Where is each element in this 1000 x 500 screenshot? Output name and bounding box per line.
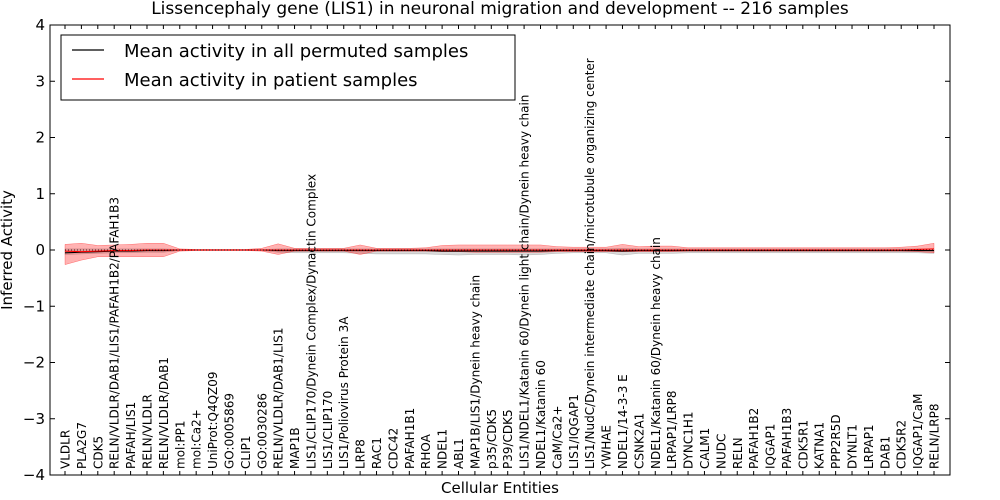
x-tick-label: RELN <box>731 437 745 469</box>
band-patient <box>64 242 935 265</box>
x-tick-label: PAFAH/LIS1 <box>124 402 138 469</box>
x-tick-label: DYNC1H1 <box>682 411 696 469</box>
x-tick-label: mol:PP1 <box>173 420 187 469</box>
x-tick-label: IQGAP1 <box>764 424 778 469</box>
legend: Mean activity in all permuted samples Me… <box>60 34 516 101</box>
y-tick-label: −3 <box>23 410 45 428</box>
x-tick-label: P39/CDK5 <box>501 409 515 469</box>
series-lines <box>64 248 935 254</box>
x-tick-label: CDK5R2 <box>895 420 909 469</box>
legend-box <box>60 34 516 101</box>
x-tick-label: DAB1 <box>878 436 892 469</box>
y-tick-label: −4 <box>23 466 45 484</box>
x-tick-label: NDEL1/Katanin 60 <box>534 360 548 469</box>
x-tick-label: KATNA1 <box>813 422 827 469</box>
confidence-bands <box>64 242 935 265</box>
legend-label-permuted: Mean activity in all permuted samples <box>124 41 468 62</box>
y-axis-ticks: −4 −3 −2 −1 0 1 2 3 4 <box>23 16 950 484</box>
x-tick-label: DYNLT1 <box>846 424 860 469</box>
x-tick-label: LRP8 <box>354 439 368 469</box>
x-tick-label: YWHAE <box>600 425 614 470</box>
x-tick-label: CDK5R1 <box>796 420 810 469</box>
x-tick-label: LIS1/NudC/Dynein intermediate chain/micr… <box>583 58 597 469</box>
x-tick-label: IQGAP1/CaM <box>911 394 925 470</box>
x-tick-label: CALM1 <box>698 428 712 469</box>
x-tick-label: RELN/VLDLR/DAB1/LIS1/PAFAH1B2/PAFAH1B3 <box>108 197 122 469</box>
x-tick-label: p35/CDK5 <box>485 409 499 469</box>
x-tick-label: MAP1B <box>288 427 302 469</box>
x-tick-label: GO:0030286 <box>255 393 269 469</box>
x-tick-label: PAFAH1B1 <box>403 408 417 469</box>
x-tick-label: RELN/LRP8 <box>928 403 942 469</box>
x-tick-label: PLA2G7 <box>75 422 89 469</box>
x-axis-label: Cellular Entities <box>441 479 559 497</box>
x-tick-label: PAFAH1B2 <box>747 408 761 469</box>
x-tick-label: NDEL1 <box>436 429 450 469</box>
x-tick-label: MAP1B/LIS1/Dynein heavy chain <box>468 275 482 469</box>
x-tick-label: CaM/Ca2+ <box>550 405 564 469</box>
x-tick-label: CSNK2A1 <box>632 413 646 469</box>
plot-frame <box>49 24 951 476</box>
y-tick-label: 2 <box>35 129 45 147</box>
x-tick-label: LIS1/IQGAP1 <box>567 394 581 469</box>
chart-title: Lissencephaly gene (LIS1) in neuronal mi… <box>151 0 849 19</box>
y-tick-label: 3 <box>35 72 45 90</box>
x-tick-label: LRPAP1 <box>862 424 876 469</box>
x-tick-label: RHOA <box>419 433 433 469</box>
x-tick-label: LIS1/Poliovirus Protein 3A <box>337 316 351 469</box>
y-tick-label: 4 <box>35 16 45 34</box>
x-tick-label: ABL1 <box>452 438 466 469</box>
y-axis-label: Inferred Activity <box>0 190 16 310</box>
legend-label-patient: Mean activity in patient samples <box>124 70 418 91</box>
y-tick-label: 1 <box>35 185 45 203</box>
x-tick-label: RAC1 <box>370 437 384 469</box>
x-tick-label: GO:0005869 <box>222 393 236 469</box>
x-tick-label: CLIP1 <box>239 436 253 469</box>
x-axis-ticks <box>64 25 935 475</box>
x-tick-label: UniProt:Q4QZ09 <box>206 371 220 469</box>
x-tick-label: NDEL1/14-3-3 E <box>616 374 630 469</box>
x-tick-label: LIS1/CLIP170/Dynein Complex/Dynactin Com… <box>304 174 318 469</box>
x-tick-label: VLDLR <box>59 430 73 469</box>
x-tick-label: PAFAH1B3 <box>780 408 794 469</box>
y-tick-label: −1 <box>23 297 45 315</box>
x-tick-label: CDK5 <box>91 436 105 469</box>
x-tick-label: NDEL1/Katanin 60/Dynein heavy chain <box>649 237 663 469</box>
x-tick-label: LIS1/NDEL1/Katanin 60/Dynein light chain… <box>518 95 532 469</box>
y-tick-label: 0 <box>35 241 45 259</box>
x-tick-label: RELN/VLDLR/DAB1 <box>157 357 171 469</box>
x-tick-label: PPP2R5D <box>829 414 843 469</box>
x-tick-label: CDC42 <box>386 428 400 469</box>
x-tick-label: NUDC <box>714 434 728 469</box>
x-tick-label: RELN/VLDLR <box>140 394 154 469</box>
y-tick-label: −2 <box>23 354 45 372</box>
x-tick-label: LIS1/CLIP170 <box>321 391 335 469</box>
x-tick-label: mol:Ca2+ <box>190 409 204 469</box>
x-tick-label: LRPAP1/LRP8 <box>665 390 679 469</box>
x-tick-label: RELN/VLDLR/DAB1/LIS1 <box>272 328 286 469</box>
